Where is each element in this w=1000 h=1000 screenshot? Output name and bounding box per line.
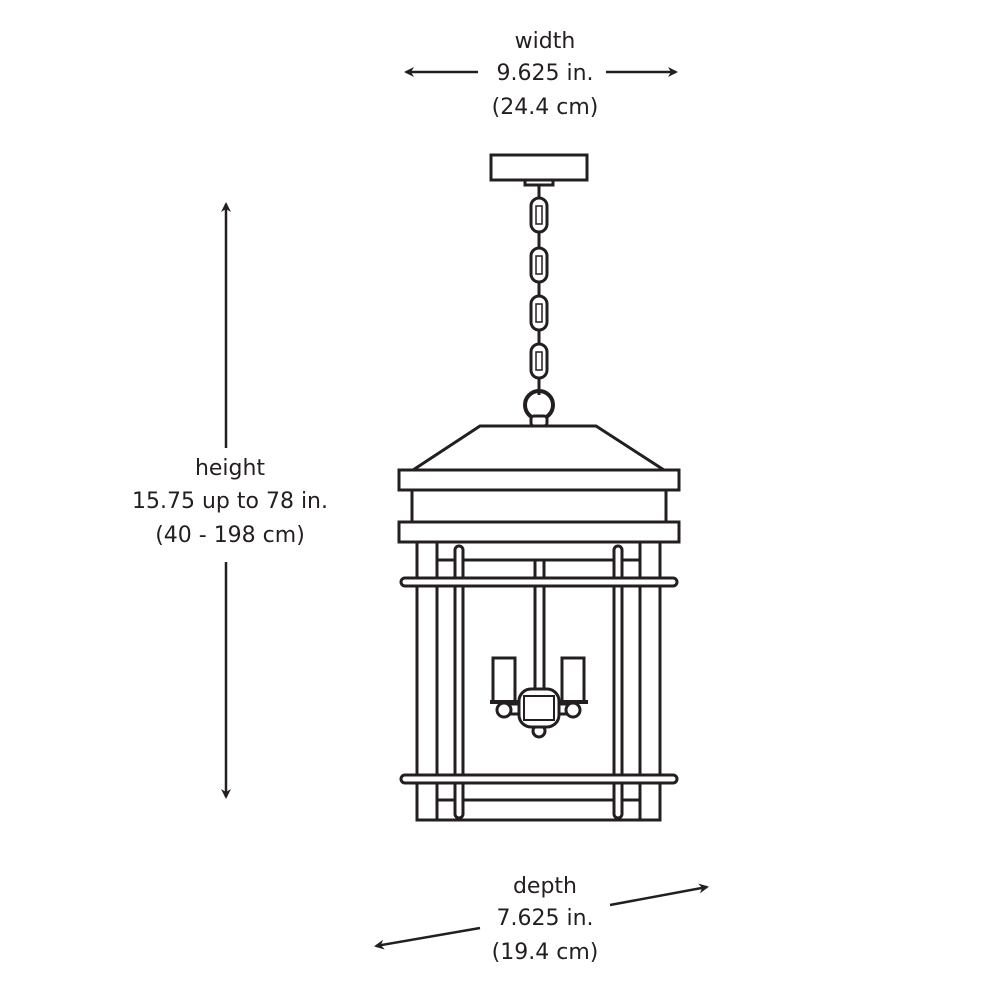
canopy-neck (523, 178, 555, 187)
center-stem (533, 584, 546, 692)
ceiling-canopy (489, 153, 589, 182)
candle-hub (517, 687, 561, 729)
depth-cm: (19.4 cm) (492, 940, 599, 965)
chain-links (529, 196, 549, 380)
upper-band (397, 468, 681, 492)
depth-label: depth (513, 874, 577, 899)
height-label: height (195, 456, 265, 481)
lantern-roof (407, 424, 670, 472)
chain-canopy (489, 153, 589, 428)
height-cm: (40 - 198 cm) (155, 523, 305, 548)
width-cm: (24.4 cm) (492, 95, 599, 120)
height-dimension: height 15.75 up to 78 in. (40 - 198 cm) (132, 202, 328, 799)
depth-dimension: depth 7.625 in. (19.4 cm) (374, 874, 709, 965)
height-inches: 15.75 up to 78 in. (132, 489, 328, 514)
width-label: width (515, 29, 576, 54)
depth-arrow-left (374, 926, 481, 950)
width-inches: 9.625 in. (496, 61, 593, 86)
candle-right (560, 656, 586, 704)
lower-band (397, 520, 681, 544)
lantern (397, 424, 681, 822)
candle-left (491, 656, 517, 704)
bottom-crossbar (399, 773, 679, 785)
depth-inches: 7.625 in. (496, 906, 593, 931)
width-dimension: width 9.625 in. (24.4 cm) (404, 29, 678, 120)
depth-arrow-right (609, 883, 709, 907)
